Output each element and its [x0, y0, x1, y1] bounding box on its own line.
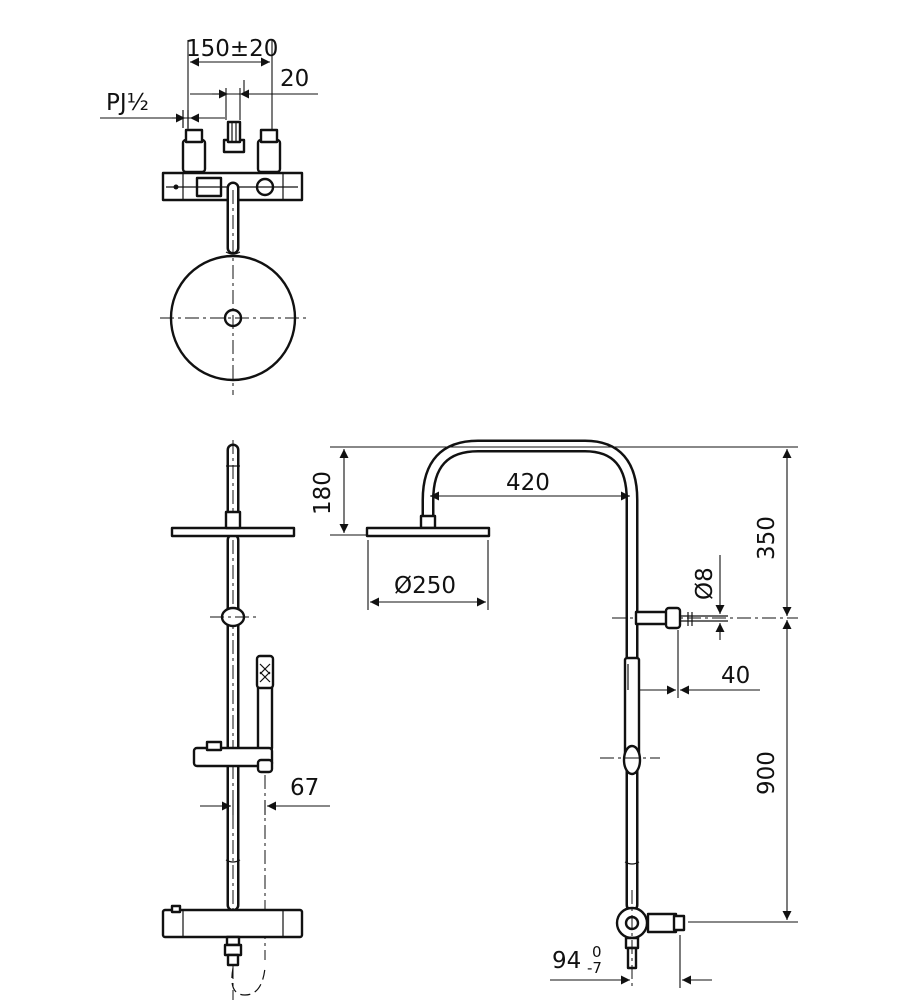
- side-nozzle: [664, 606, 682, 630]
- hand-shower-side: [623, 656, 641, 760]
- dim-tol-upper: 0: [592, 943, 602, 961]
- side-view: 180 420 Ø250 350 Ø8 40: [310, 439, 798, 990]
- dim-label-pitch: 150±20: [186, 36, 278, 62]
- hose-line: [231, 967, 266, 996]
- dim-label-head-drop: 180: [310, 471, 336, 515]
- dim-label-rail-offset: 67: [290, 775, 319, 801]
- shower-head-side: [365, 526, 491, 538]
- mixer-body-front: [161, 908, 304, 939]
- shower-arm: [421, 439, 639, 912]
- dim-label-arm-reach: 420: [506, 470, 550, 496]
- dim-label-body-depth: 94: [552, 948, 581, 974]
- right-inlet: [256, 138, 282, 174]
- dim-label-offset: 20: [280, 66, 309, 92]
- dim-label-riser-height: 900: [754, 751, 780, 795]
- front-view: 67: [161, 440, 330, 1000]
- dim-label-thread: PJ½: [106, 90, 149, 116]
- dim-label-nozzle-length: 40: [721, 663, 750, 689]
- left-inlet: [181, 138, 207, 174]
- hand-shower-holder: [192, 746, 274, 768]
- dim-label-arm-height: 350: [754, 516, 780, 560]
- dim-tol-lower: -7: [587, 959, 602, 977]
- top-view: 150±20 20 PJ½: [100, 36, 318, 395]
- dim-label-nozzle-diameter: Ø8: [692, 567, 718, 600]
- dim-label-head-diameter: Ø250: [394, 573, 456, 599]
